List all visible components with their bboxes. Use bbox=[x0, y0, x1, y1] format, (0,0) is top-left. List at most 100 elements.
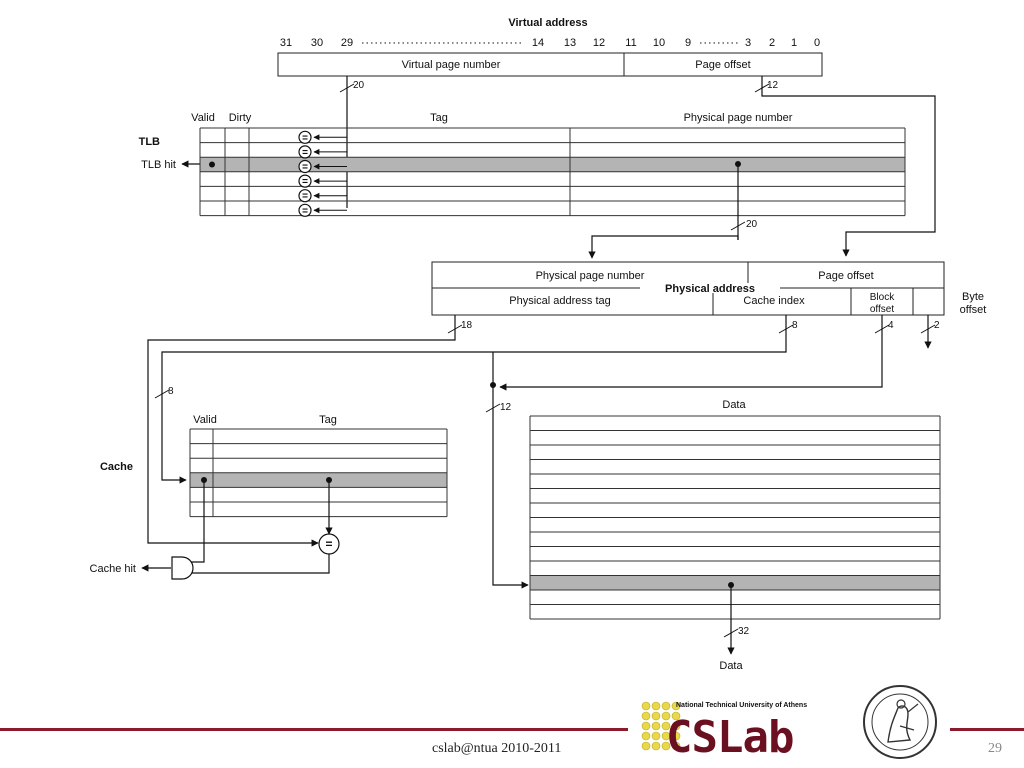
logo-dot bbox=[641, 701, 651, 711]
bit-31: 31 bbox=[280, 37, 292, 49]
logo-dot bbox=[651, 731, 661, 741]
logo-dot bbox=[661, 731, 671, 741]
tlb-hit-row bbox=[200, 157, 905, 172]
vpn-width-label: 20 bbox=[353, 80, 365, 91]
logo-dot bbox=[651, 741, 661, 751]
tlb-compare-symbol: = bbox=[302, 191, 308, 202]
tlb-compare bbox=[298, 159, 312, 174]
block-offset-label-line1: Block bbox=[870, 292, 895, 303]
logo-dot bbox=[671, 731, 681, 741]
logo-dot bbox=[651, 721, 661, 731]
byte-offset-label-line1: Byte bbox=[962, 291, 984, 303]
cslab-logo: National Technical University of Athens … bbox=[636, 694, 858, 764]
virtual-address-title: Virtual address bbox=[508, 17, 587, 29]
tlb-compare bbox=[298, 174, 312, 188]
cache-compare-out bbox=[172, 554, 330, 574]
tag-route bbox=[147, 315, 456, 547]
data-index-width-label: 12 bbox=[500, 402, 512, 413]
tag-slash bbox=[447, 324, 463, 334]
data-index-slash bbox=[485, 403, 501, 413]
cache-valid-header: Valid bbox=[193, 414, 217, 426]
tlb-compare-symbol: = bbox=[302, 177, 308, 188]
physical-address-title: Physical address bbox=[665, 283, 755, 295]
tlb-compare-symbol: = bbox=[302, 133, 308, 144]
tlb-hit-label: TLB hit bbox=[141, 159, 176, 171]
bit-0: 0 bbox=[814, 37, 820, 49]
cache-valid-route bbox=[172, 480, 205, 563]
cache-index-left-width-label: 8 bbox=[168, 386, 174, 397]
cache-compare-symbol: = bbox=[325, 537, 332, 551]
offset-route bbox=[761, 76, 936, 257]
cache-tag-table bbox=[189, 428, 448, 518]
offset-slash bbox=[754, 83, 770, 93]
data-table bbox=[529, 415, 941, 620]
tag-width-label: 18 bbox=[461, 320, 473, 331]
logo-dot bbox=[661, 721, 671, 731]
tlb-label: TLB bbox=[139, 136, 160, 148]
footer-line-right bbox=[950, 728, 1024, 731]
cache-index-left-slash bbox=[154, 389, 170, 399]
data-selected-row bbox=[530, 575, 940, 590]
logo-text: CSLab bbox=[666, 712, 794, 763]
cache-selected-row bbox=[190, 472, 447, 488]
logo-dot bbox=[651, 701, 661, 711]
data-header: Data bbox=[722, 399, 746, 411]
logo-dot bbox=[671, 701, 681, 711]
bit-30: 30 bbox=[311, 37, 323, 49]
data-out-slash bbox=[723, 628, 739, 638]
index-slash bbox=[778, 324, 794, 334]
physical-page-offset-label: Page offset bbox=[818, 270, 873, 282]
index-route bbox=[161, 315, 787, 484]
logo-dot bbox=[661, 711, 671, 721]
tlb-compare-symbol: = bbox=[302, 162, 308, 173]
bit-29: 29 bbox=[341, 37, 353, 49]
byte-offset-label-line2: offset bbox=[960, 304, 987, 316]
block-width-label: 4 bbox=[888, 320, 894, 331]
logo-dots-icon bbox=[641, 701, 681, 751]
logo-dot bbox=[641, 731, 651, 741]
tlb-compare bbox=[298, 130, 312, 144]
data-out-label: Data bbox=[719, 660, 743, 672]
byte-width-label: 2 bbox=[934, 320, 940, 331]
bit-14: 14 bbox=[532, 37, 544, 49]
block-offset-label-line2: offset bbox=[870, 304, 894, 315]
logo-dot bbox=[671, 721, 681, 731]
ppn-route bbox=[588, 235, 739, 259]
offset-width-label: 12 bbox=[767, 80, 779, 91]
bit-3: 3 bbox=[745, 37, 751, 49]
tlb-valid-dot bbox=[209, 161, 215, 168]
logo-dot bbox=[641, 711, 651, 721]
logo-dot bbox=[641, 721, 651, 731]
ppn-width-label: 20 bbox=[746, 219, 758, 230]
tlb-cache-diagram: Virtual address 31 30 29 14 13 12 11 10 … bbox=[90, 17, 987, 672]
vpn-slash bbox=[339, 83, 355, 93]
tlb-compare-symbol: = bbox=[302, 206, 308, 217]
bit-9: 9 bbox=[685, 37, 691, 49]
logo-dot bbox=[661, 741, 671, 751]
tlb-ppn-header: Physical page number bbox=[684, 112, 793, 124]
block-slash bbox=[874, 324, 890, 334]
tlb-table: ====== bbox=[199, 127, 906, 217]
tlb-compare bbox=[298, 203, 312, 217]
tlb-compare bbox=[298, 189, 312, 203]
physical-address-title-bg bbox=[640, 283, 780, 293]
bit-2: 2 bbox=[769, 37, 775, 49]
data-out-width-label: 32 bbox=[738, 626, 750, 637]
bit-12: 12 bbox=[593, 37, 605, 49]
logo-dot bbox=[671, 711, 681, 721]
ppn-dot bbox=[735, 161, 741, 167]
bit-13: 13 bbox=[564, 37, 576, 49]
logo-dot bbox=[661, 701, 671, 711]
and-gate-icon bbox=[171, 556, 194, 580]
physical-address-tag-label: Physical address tag bbox=[509, 295, 611, 307]
logo-dot bbox=[651, 711, 661, 721]
index-width-label: 8 bbox=[792, 320, 798, 331]
virtual-address-box bbox=[277, 52, 823, 77]
cache-label: Cache bbox=[100, 461, 133, 473]
block-route bbox=[499, 315, 883, 391]
ntua-seal-icon bbox=[863, 685, 937, 759]
virtual-address-bit-labels: 31 30 29 14 13 12 11 10 9 3 2 1 0 bbox=[280, 37, 820, 49]
cache-index-label: Cache index bbox=[743, 295, 805, 307]
cache-hit-label: Cache hit bbox=[90, 563, 136, 575]
page-number: 29 bbox=[988, 741, 1002, 756]
